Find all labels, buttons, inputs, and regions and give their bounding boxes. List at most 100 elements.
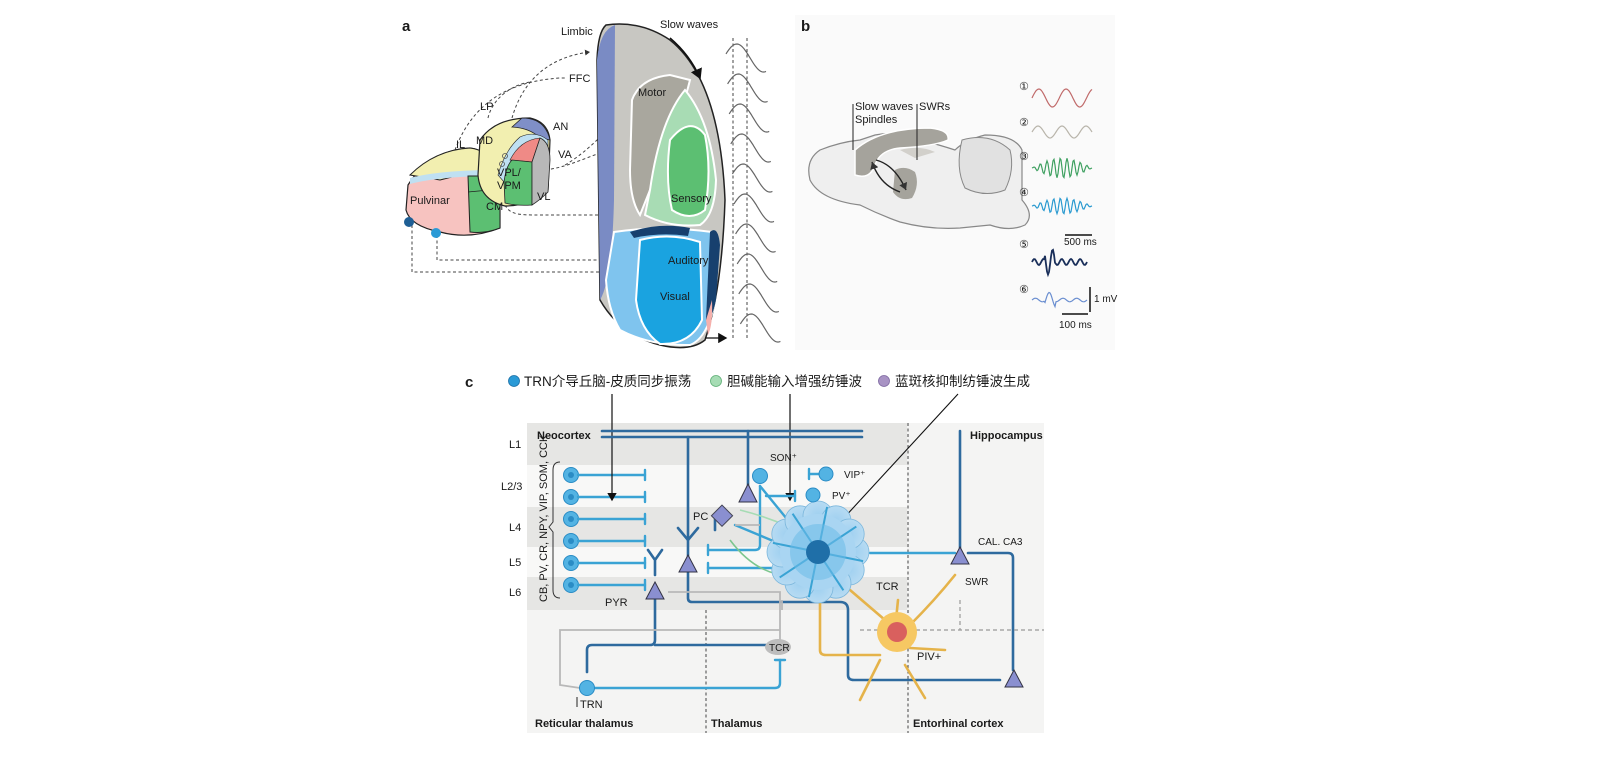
label-piv: PIV+ — [917, 651, 941, 663]
label-pyr: PYR — [605, 597, 628, 609]
cell-son — [752, 468, 768, 484]
layer-l6: L6 — [509, 587, 521, 599]
interneuron — [563, 489, 647, 505]
slow-wave-trace — [730, 133, 772, 163]
legend-item-cholinergic: 胆碱能输入增强纺锤波 — [710, 374, 862, 389]
label-cm: CM — [486, 201, 503, 213]
label-an: AN — [553, 121, 568, 133]
label-500ms: 500 ms — [1064, 237, 1097, 248]
pyramidal-axons — [585, 429, 1015, 682]
projection-auditory — [436, 235, 668, 261]
legend-swatch-locus-coeruleus — [878, 375, 890, 387]
slow-wave-trace — [738, 283, 780, 313]
cell-pyr — [645, 580, 665, 600]
trace-index: ② — [1019, 117, 1029, 129]
projection-motor — [564, 119, 621, 166]
trn-spindle-neuron — [766, 500, 870, 604]
cell-pyramidal-l5 — [678, 553, 698, 573]
slow-wave-trace — [733, 193, 775, 223]
interneuron — [563, 511, 647, 527]
panel-c-letter: c — [465, 374, 473, 391]
interneuron-bracket — [548, 461, 561, 599]
pointer-locus-coeruleus — [841, 393, 959, 521]
label-lp: LP — [480, 101, 493, 113]
label-vip: VIP⁺ — [844, 470, 865, 481]
trace-index: ⑤ — [1019, 239, 1029, 251]
slow-wave-trace — [728, 103, 770, 133]
label-pulvinar: Pulvinar — [410, 195, 450, 207]
slow-wave-trace — [731, 163, 773, 193]
lfp-trace — [1031, 156, 1093, 180]
slow-wave-direction-arrow — [669, 37, 702, 80]
label-limbic: Limbic — [561, 26, 593, 38]
label-vl: VL — [537, 191, 550, 203]
label-visual: Visual — [660, 291, 690, 303]
slow-wave-trace — [725, 43, 767, 73]
legend-item-locus-coeruleus: 蓝斑核抑制纺锤波生成 — [878, 374, 1030, 389]
cell-tcr-small — [765, 639, 791, 655]
region-hippocampus: Hippocampus — [970, 430, 1043, 442]
label-vpl: VPL/ — [497, 167, 522, 179]
lfp-trace — [1031, 125, 1093, 139]
cell-pc — [710, 504, 734, 528]
interneuron-types-label: CB, PV, CR, NPY, VIP, SOM, CCK — [538, 434, 550, 602]
legend-item-trn: TRN介导丘脑-皮质同步振荡 — [508, 374, 691, 389]
lfp-trace — [1031, 88, 1093, 108]
slow-wave-trace — [727, 73, 768, 103]
label-ffc: FFC — [569, 73, 590, 85]
label-tcr-main: TCR — [876, 581, 899, 593]
label-slow-waves-a: Slow waves — [660, 19, 719, 31]
legend-swatch-cholinergic — [710, 375, 722, 387]
label-spindles: Spindles — [855, 114, 898, 126]
interneuron — [563, 533, 647, 549]
projection-limbic — [511, 49, 591, 119]
slow-wave-trace — [736, 253, 778, 283]
interneuron — [563, 467, 647, 483]
label-100ms: 100 ms — [1059, 320, 1092, 331]
layer-l5: L5 — [509, 557, 521, 569]
projection-ffc — [454, 77, 566, 151]
trace-index: ⑥ — [1019, 284, 1029, 296]
sagittal-brain — [808, 127, 1030, 230]
label-trn: TRN — [580, 699, 603, 711]
region-thalamus: Thalamus — [711, 718, 762, 730]
band-l23 — [527, 465, 907, 507]
label-tcr-small: TCR — [769, 643, 790, 654]
label-sensory: Sensory — [671, 193, 712, 205]
trace-index: ③ — [1019, 151, 1029, 163]
cell-trn — [579, 680, 595, 696]
legend-swatch-trn — [508, 375, 520, 387]
label-il: IL — [456, 139, 465, 151]
thalamus-nuclei — [477, 117, 551, 207]
lfp-trace — [1031, 291, 1088, 309]
region-reticular-thalamus: Reticular thalamus — [535, 718, 633, 730]
label-son: SON⁺ — [770, 453, 797, 464]
panel-a: a Pulvinar — [402, 18, 781, 349]
legend-label-locus-coeruleus: 蓝斑核抑制纺锤波生成 — [895, 374, 1030, 389]
label-pc: PC — [693, 511, 708, 523]
cell-pyramidal-l23 — [738, 482, 758, 503]
slow-wave-trace — [735, 223, 776, 253]
panel-a-letter: a — [402, 18, 411, 35]
slow-wave-trace — [739, 313, 781, 343]
small-neurons — [576, 466, 1024, 707]
cell-vip — [818, 466, 834, 482]
interneuron — [563, 555, 647, 571]
label-pv: PV⁺ — [832, 491, 851, 502]
label-motor: Motor — [638, 87, 666, 99]
cortex-map — [596, 23, 726, 349]
legend-label-cholinergic: 胆碱能输入增强纺锤波 — [727, 374, 862, 389]
region-entorhinal-cortex: Entorhinal cortex — [913, 718, 1004, 730]
projection-lp — [487, 81, 531, 119]
label-auditory: Auditory — [668, 255, 709, 267]
cell-pv — [805, 487, 821, 503]
cell-ca3 — [950, 545, 970, 565]
layer-l23: L2/3 — [501, 481, 522, 493]
legend-label-trn: TRN介导丘脑-皮质同步振荡 — [524, 374, 691, 389]
interneuron-column — [563, 467, 647, 593]
label-ca3: CAL. CA3 — [978, 537, 1023, 548]
layer-l4: L4 — [509, 522, 521, 534]
panel-b-letter: b — [801, 18, 810, 35]
projection-visual — [411, 225, 720, 273]
